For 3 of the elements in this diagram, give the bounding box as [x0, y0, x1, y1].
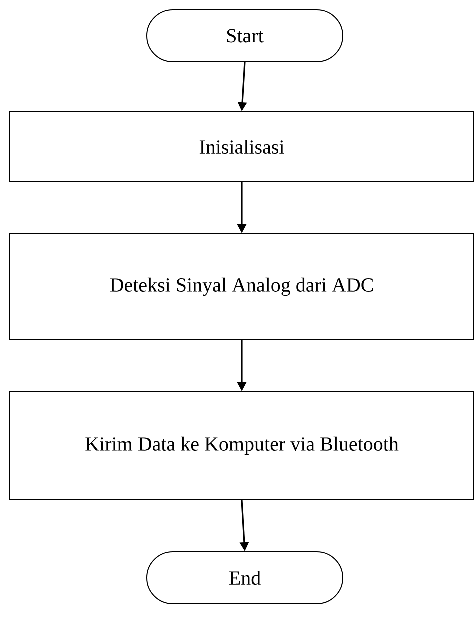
- process-box: Inisialisasi: [10, 112, 474, 182]
- process-box: Deteksi Sinyal Analog dari ADC: [10, 234, 474, 340]
- process-box: Kirim Data ke Komputer via Bluetooth: [10, 392, 474, 500]
